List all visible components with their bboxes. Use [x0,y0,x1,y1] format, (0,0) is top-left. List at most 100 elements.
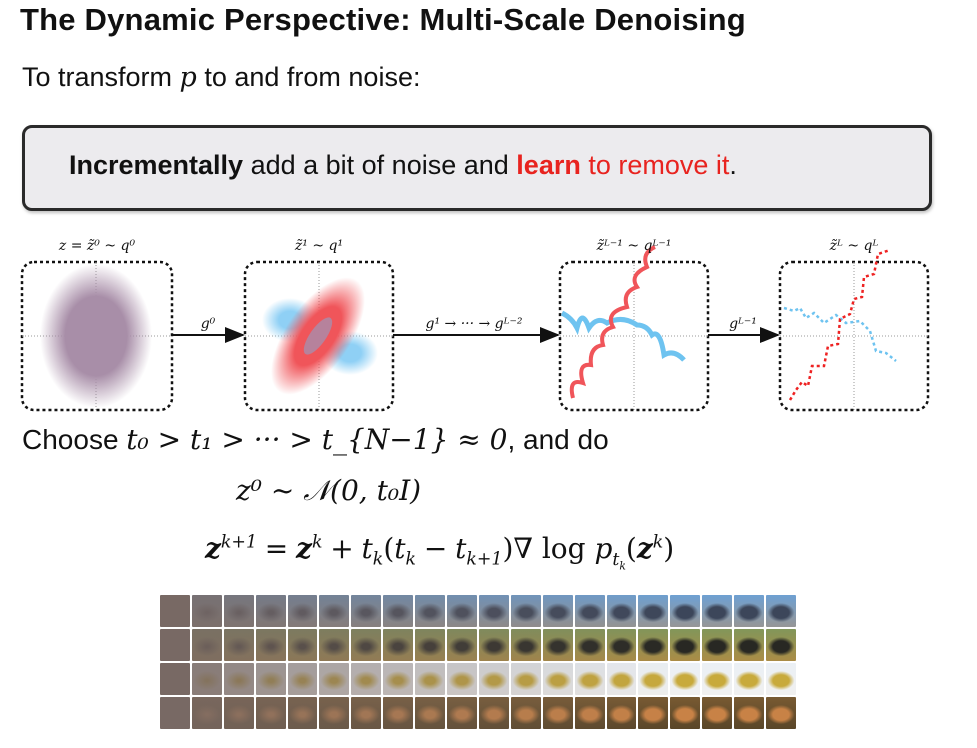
subtitle: To transform p to and from noise: [22,62,420,93]
equation-init: z⁰ ~ 𝒩(0, t₀I) [236,474,422,507]
thumbnail-airplane-step-18 [734,595,765,627]
thumbnail-bird-step-3 [255,663,286,695]
thumbnail-airplane-step-8 [415,595,446,627]
thumbnail-animal-step-15 [638,697,669,729]
panel-qL [778,248,930,412]
thumbnail-bird-step-15 [638,663,669,695]
thumbnail-animal-step-9 [447,697,477,729]
thumbnail-airplane-step-1 [191,595,222,627]
thumbnail-bird-step-9 [447,663,477,695]
thumbnail-airplane-step-4 [287,595,318,627]
thumbnail-ostrich-step-13 [574,629,605,661]
thumbnail-airplane-step-14 [606,595,637,627]
thumbnail-bird-step-2 [223,663,254,695]
thumbnail-bird-step-7 [383,663,414,695]
thumbnail-animal-step-5 [319,697,350,729]
callout-text: Incrementally add a bit of noise and lea… [69,150,737,181]
label-q0: z = z̃⁰ ~ q⁰ [58,238,136,254]
thumbnail-ostrich-step-10 [478,629,509,661]
thumbnail-animal-step-8 [415,697,446,729]
thumbnail-animal-step-18 [734,697,765,729]
thumbnail-ostrich-step-2 [223,629,254,661]
callout-red-rest: to remove it [580,150,730,180]
thumbnail-airplane-step-13 [574,595,605,627]
thumbnail-ostrich-step-18 [734,629,765,661]
thumbnail-animal-step-7 [383,697,414,729]
choose-prefix: Choose [22,424,127,455]
thumbnail-airplane-step-9 [447,595,477,627]
slide-title: The Dynamic Perspective: Multi-Scale Den… [20,2,746,37]
thumbnail-airplane-step-19 [766,595,796,627]
thumbnail-bird-step-19 [766,663,796,695]
arrow-label-gL-1: gᴸ⁻¹ [729,316,757,332]
equation-update: zk+1 = zk + tk(tk − tk+1)∇ log ptk(zk) [205,532,675,573]
thumbnail-animal-step-19 [766,697,796,729]
thumbnail-ostrich-step-6 [351,629,382,661]
arrow-label-g1-gL-2: g¹ → ··· → gᴸ⁻² [425,316,522,332]
label-q1: z̃¹ ~ q¹ [294,238,343,254]
subtitle-suffix: to and from noise: [196,62,421,92]
denoising-image-grid [160,595,796,729]
thumbnail-ostrich-step-12 [542,629,573,661]
thumbnail-bird-step-17 [702,663,733,695]
thumbnail-airplane-step-3 [255,595,286,627]
thumbnail-airplane-step-6 [351,595,382,627]
thumbnail-airplane-step-2 [223,595,254,627]
thumbnail-airplane-step-5 [319,595,350,627]
thumbnail-ostrich-step-7 [383,629,414,661]
thumbnail-animal-step-12 [542,697,573,729]
thumbnail-ostrich-step-9 [447,629,477,661]
thumbnail-animal-step-10 [478,697,509,729]
thumbnail-ostrich-step-19 [766,629,796,661]
thumbnail-bird-step-16 [670,663,701,695]
thumbnail-bird-step-18 [734,663,765,695]
thumbnail-animal-step-0 [160,697,190,729]
callout-end: . [729,150,737,180]
thumbnail-ostrich-step-15 [638,629,669,661]
thumbnail-airplane-step-12 [542,595,573,627]
callout-learn: learn [516,150,581,180]
thumbnail-animal-step-1 [191,697,222,729]
panel-q0 [20,260,174,412]
panel-q1 [243,260,395,412]
thumbnail-ostrich-step-8 [415,629,446,661]
thumbnail-ostrich-step-17 [702,629,733,661]
thumbnail-ostrich-step-0 [160,629,190,661]
subtitle-var: p [179,62,197,93]
thumbnail-airplane-step-0 [160,595,190,627]
callout-middle: add a bit of noise and [243,150,517,180]
thumbnail-ostrich-step-14 [606,629,637,661]
thumbnail-ostrich-step-16 [670,629,701,661]
flow-diagram: z = z̃⁰ ~ q⁰ z̃¹ ~ q¹ z̃ᴸ⁻¹ ~ qᴸ⁻¹ z̃ᴸ ~… [20,238,930,412]
thumbnail-bird-step-10 [478,663,509,695]
label-qL: z̃ᴸ ~ qᴸ [829,238,879,254]
thumbnail-animal-step-13 [574,697,605,729]
callout-box: Incrementally add a bit of noise and lea… [22,125,932,211]
thumbnail-bird-step-12 [542,663,573,695]
choose-expr: t₀ > t₁ > ··· > t_{N−1} ≈ 0 [126,423,508,456]
thumbnail-ostrich-step-1 [191,629,222,661]
thumbnail-animal-step-16 [670,697,701,729]
thumbnail-bird-step-5 [319,663,350,695]
label-qL-1: z̃ᴸ⁻¹ ~ qᴸ⁻¹ [596,238,672,254]
choose-suffix: , and do [507,424,609,455]
subtitle-prefix: To transform [22,62,180,92]
thumbnail-airplane-step-10 [478,595,509,627]
thumbnail-airplane-step-7 [383,595,414,627]
thumbnail-animal-step-3 [255,697,286,729]
thumbnail-animal-step-14 [606,697,637,729]
thumbnail-bird-step-1 [191,663,222,695]
thumbnail-airplane-step-11 [510,595,541,627]
thumbnail-ostrich-step-4 [287,629,318,661]
panel-qL-1 [558,245,710,412]
thumbnail-bird-step-0 [160,663,190,695]
thumbnail-bird-step-14 [606,663,637,695]
thumbnail-ostrich-step-11 [510,629,541,661]
thumbnail-animal-step-2 [223,697,254,729]
thumbnail-airplane-step-16 [670,595,701,627]
thumbnail-animal-step-4 [287,697,318,729]
thumbnail-bird-step-13 [574,663,605,695]
thumbnail-ostrich-step-3 [255,629,286,661]
callout-bold: Incrementally [69,150,244,180]
thumbnail-bird-step-4 [287,663,318,695]
